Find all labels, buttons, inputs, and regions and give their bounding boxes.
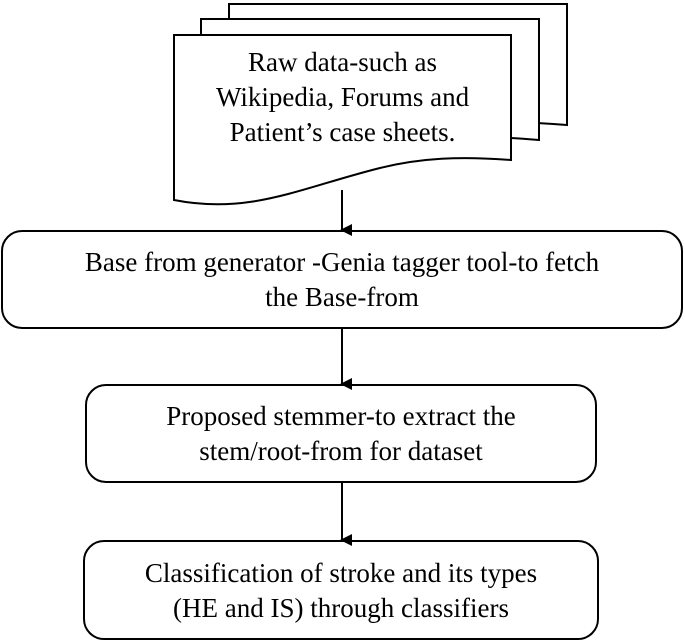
classification-line-1: Classification of stroke and its types xyxy=(144,558,538,588)
proposed-stemmer-node-label: Proposed stemmer-to extract the stem/roo… xyxy=(86,399,596,469)
base-form-generator-line-1: Base from generator -Genia tagger tool-t… xyxy=(84,247,600,277)
raw-data-line-1: Raw data-such as xyxy=(248,47,437,77)
document-page-front xyxy=(173,34,512,206)
raw-data-node-label: Raw data-such as Wikipedia, Forums and P… xyxy=(174,45,511,150)
classification-line-2: (HE and IS) through classifiers xyxy=(173,593,509,623)
raw-data-node-shape xyxy=(173,3,568,206)
proposed-stemmer-line-1: Proposed stemmer-to extract the xyxy=(166,401,516,431)
classification-node-label: Classification of stroke and its types (… xyxy=(84,556,598,626)
proposed-stemmer-line-2: stem/root-from for dataset xyxy=(199,436,483,466)
base-form-generator-line-2: the Base-from xyxy=(265,282,419,312)
raw-data-line-2: Wikipedia, Forums and xyxy=(215,82,470,112)
raw-data-line-3: Patient’s case sheets. xyxy=(229,117,456,147)
base-form-generator-node-label: Base from generator -Genia tagger tool-t… xyxy=(2,245,682,315)
